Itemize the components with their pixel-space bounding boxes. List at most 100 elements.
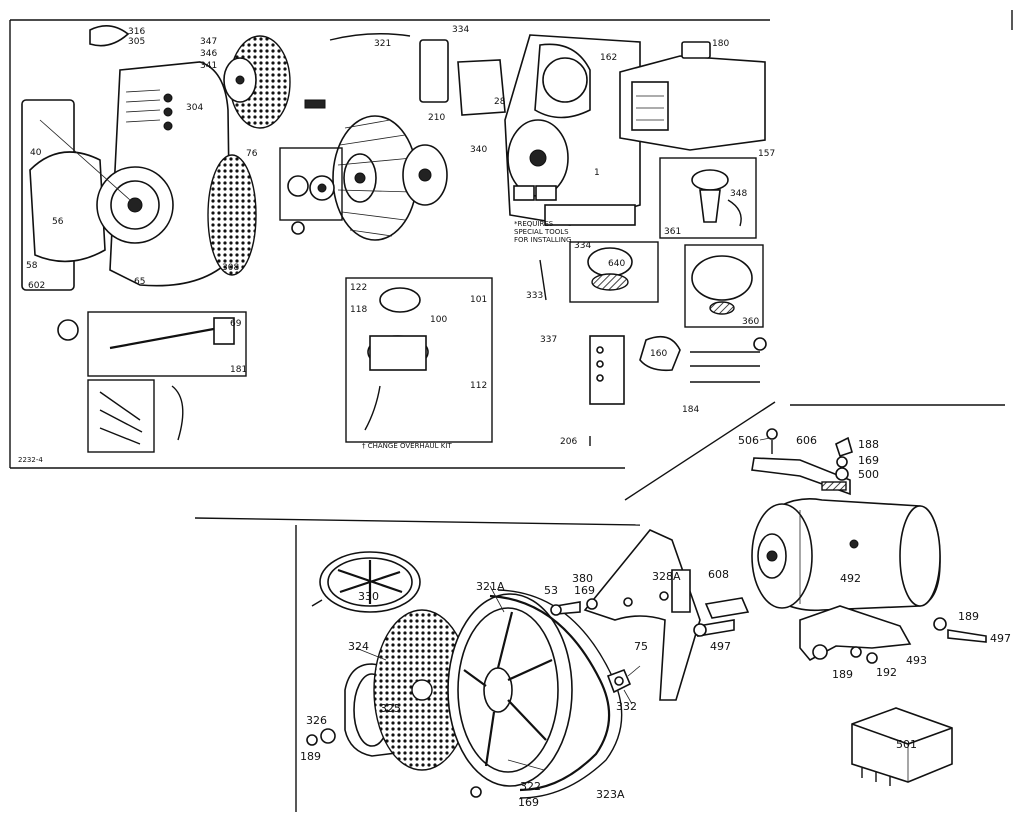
magneto-box	[279, 147, 343, 221]
callout-492: 492	[840, 572, 861, 585]
callout-53: 53	[544, 584, 558, 597]
callout-316: 316	[128, 27, 145, 37]
generator	[751, 498, 941, 612]
callout-189c: 189	[300, 750, 321, 763]
callout-323A: 323A	[596, 788, 625, 801]
callout-602: 602	[28, 281, 45, 291]
generator-link	[799, 605, 987, 664]
callout-180: 180	[712, 39, 729, 49]
callout-157: 157	[758, 149, 775, 159]
flywheel	[332, 115, 418, 241]
special-tools-note: *REQUIRES SPECIAL TOOLS FOR INSTALLING	[514, 220, 571, 244]
rotating-mesh-screen	[373, 609, 471, 771]
bottom-leaders	[355, 437, 771, 771]
callout-326: 326	[306, 714, 327, 727]
callout-340: 340	[470, 145, 487, 155]
carburetor-top	[329, 33, 506, 116]
callout-76: 76	[246, 149, 258, 159]
top-screen	[223, 35, 291, 129]
callout-65: 65	[134, 277, 145, 287]
callout-334b: 334	[574, 241, 591, 251]
callout-332: 332	[616, 700, 637, 713]
callout-162: 162	[600, 53, 617, 63]
note-line-3: FOR INSTALLING	[514, 236, 571, 244]
top-engine-section: *REQUIRES SPECIAL TOOLS FOR INSTALLING †…	[18, 25, 775, 464]
adjusting-strap	[751, 428, 851, 496]
callout-330: 330	[358, 590, 379, 603]
callout-348: 348	[730, 189, 747, 199]
callout-112: 112	[470, 381, 487, 391]
callout-328A: 328A	[652, 570, 681, 583]
pulley-guard-disc	[311, 551, 421, 613]
callout-28: 28	[494, 97, 506, 107]
crankshaft-box	[57, 311, 247, 377]
cylinder-block	[504, 34, 641, 226]
callout-160: 160	[650, 349, 667, 359]
cartridge-box	[684, 244, 764, 328]
callout-606: 606	[796, 434, 817, 447]
callout-192: 192	[876, 666, 897, 679]
valve-parts-box	[87, 379, 184, 453]
corner-code: 2232-4	[18, 456, 43, 464]
callout-305: 305	[128, 37, 145, 47]
callout-361: 361	[664, 227, 681, 237]
callout-608: 608	[708, 568, 729, 581]
piston-box	[345, 277, 493, 443]
callout-69: 69	[230, 319, 242, 329]
callout-184: 184	[682, 405, 699, 415]
flywheel-clutch	[402, 144, 448, 206]
rotating-screen	[207, 154, 257, 276]
callout-169b: 169	[574, 584, 595, 597]
callout-337: 337	[540, 335, 557, 345]
callout-100: 100	[430, 315, 447, 325]
callout-493: 493	[906, 654, 927, 667]
callout-497b: 497	[990, 632, 1011, 645]
strap-hardware	[835, 436, 853, 481]
voltage-regulator	[851, 707, 953, 786]
callout-169: 169	[858, 454, 879, 467]
callout-334: 334	[452, 25, 469, 35]
callout-118: 118	[350, 305, 367, 315]
callout-181: 181	[230, 365, 247, 375]
bottom-generator-section: 506 606 188 169 500 330 321A 53 380 169 …	[300, 428, 1011, 809]
callout-56: 56	[52, 217, 64, 227]
callout-206: 206	[560, 437, 577, 447]
callout-308: 308	[222, 263, 239, 273]
valve-kit-caption: † CHANGE OVERHAUL KIT	[362, 442, 452, 450]
callout-189b: 189	[832, 668, 853, 681]
callout-347: 347	[200, 37, 217, 47]
callout-360: 360	[742, 317, 759, 327]
callout-640: 640	[608, 259, 625, 269]
mounting-bracket	[583, 529, 701, 701]
governor-box	[569, 241, 659, 303]
frame-lines	[9, 10, 1013, 812]
callout-40: 40	[30, 148, 42, 158]
breather-box	[659, 157, 757, 239]
callout-322: 322	[520, 780, 541, 793]
callout-506: 506	[738, 434, 759, 447]
callout-210: 210	[428, 113, 445, 123]
callout-169c: 169	[518, 796, 539, 809]
callout-346: 346	[200, 49, 217, 59]
callout-189: 189	[958, 610, 979, 623]
spoked-pulley	[447, 593, 573, 798]
callout-122: 122	[350, 283, 367, 293]
callout-188: 188	[858, 438, 879, 451]
bottom-callouts: 506 606 188 169 500 330 321A 53 380 169 …	[300, 434, 1011, 809]
callout-75: 75	[634, 640, 648, 653]
callout-324: 324	[348, 640, 369, 653]
callout-380: 380	[572, 572, 593, 585]
rewind-starter	[21, 99, 174, 291]
top-callouts: 316 305 304 76 40 56 602 58 65 347 346 3…	[26, 25, 775, 447]
carburetor-hardware	[690, 337, 767, 383]
note-line-2: SPECIAL TOOLS	[514, 228, 569, 236]
bracket-hardware	[550, 597, 750, 694]
carburetor-lower	[539, 259, 681, 446]
callout-101: 101	[470, 295, 487, 305]
callout-321: 321	[374, 39, 391, 49]
small-hardware	[89, 25, 326, 235]
callout-304: 304	[186, 103, 203, 113]
callout-325: 325	[380, 702, 401, 715]
air-cleaner	[619, 41, 766, 151]
